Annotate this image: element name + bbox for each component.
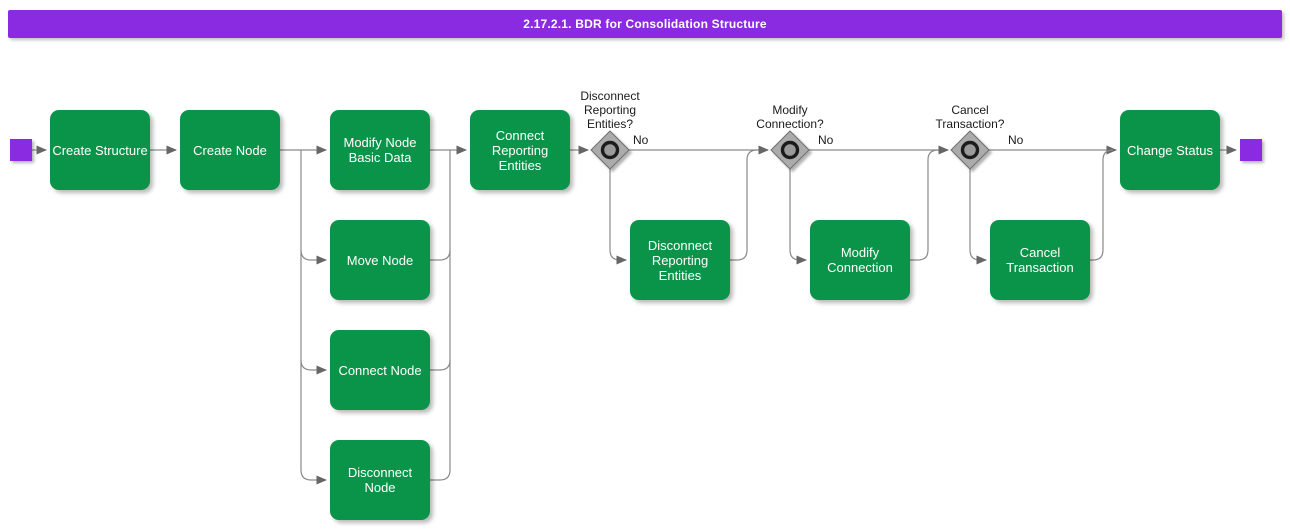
task-create-node: Create Node bbox=[180, 110, 280, 190]
edge-disconnect-reporting-return bbox=[730, 149, 758, 261]
task-label: Disconnect Reporting Entities bbox=[647, 237, 713, 283]
edge-move-node-merge bbox=[430, 249, 451, 261]
edge-decision3-yes-down bbox=[969, 169, 987, 265]
task-move-node: Move Node bbox=[330, 220, 430, 300]
decision-modify-connection-diamond bbox=[770, 130, 810, 170]
task-modify-node-basic-data: Modify Node Basic Data bbox=[330, 110, 430, 190]
decision-circle-icon bbox=[600, 140, 620, 160]
diagram-title: 2.17.2.1. BDR for Consolidation Structur… bbox=[523, 17, 767, 31]
start-node bbox=[10, 139, 32, 161]
task-label: Connect Node bbox=[338, 362, 422, 378]
edge-branch-trunk-to-disconnect-node bbox=[300, 150, 327, 485]
edge-decision2-yes-down bbox=[789, 169, 807, 265]
task-label: Connect Reporting Entities bbox=[491, 127, 549, 173]
decision-circle-icon bbox=[960, 140, 980, 160]
task-label: Modify Node Basic Data bbox=[343, 135, 417, 165]
edge-modify-connection-return bbox=[910, 149, 939, 261]
end-node bbox=[1240, 139, 1262, 161]
task-change-status: Change Status bbox=[1120, 110, 1220, 190]
task-label: Cancel Transaction bbox=[1006, 245, 1074, 275]
task-disconnect-reporting-entities: Disconnect Reporting Entities bbox=[630, 220, 730, 300]
task-label: Disconnect Node bbox=[347, 465, 413, 495]
task-connect-node: Connect Node bbox=[330, 330, 430, 410]
decision-question: Cancel Transaction? bbox=[935, 103, 1005, 131]
title-bar: 2.17.2.1. BDR for Consolidation Structur… bbox=[8, 10, 1282, 38]
task-connect-reporting-entities: Connect Reporting Entities bbox=[470, 110, 570, 190]
no-label: No bbox=[633, 133, 649, 147]
decision-circle-icon bbox=[780, 140, 800, 160]
no-label: No bbox=[1008, 133, 1024, 147]
task-disconnect-node: Disconnect Node bbox=[330, 440, 430, 520]
edge-branch-to-connect-node bbox=[300, 359, 327, 375]
edge-decision1-yes-down bbox=[609, 169, 627, 265]
task-create-structure: Create Structure bbox=[50, 110, 150, 190]
decision-question: Disconnect Reporting Entities? bbox=[580, 89, 640, 131]
task-label: Change Status bbox=[1126, 142, 1213, 158]
task-label: Modify Connection bbox=[827, 245, 893, 275]
task-cancel-transaction: Cancel Transaction bbox=[990, 220, 1090, 300]
task-label: Create Node bbox=[193, 142, 267, 158]
edge-merge-trunk bbox=[430, 150, 451, 481]
task-modify-connection: Modify Connection bbox=[810, 220, 910, 300]
task-label: Move Node bbox=[346, 252, 414, 268]
decision-disconnect-reporting-entities-diamond bbox=[590, 130, 630, 170]
task-label: Create Structure bbox=[52, 142, 148, 158]
no-label: No bbox=[818, 133, 834, 147]
edge-branch-to-move-node bbox=[300, 249, 327, 265]
edge-cancel-transaction-return bbox=[1090, 149, 1114, 261]
edge-connect-node-merge bbox=[430, 359, 451, 371]
decision-cancel-transaction-diamond bbox=[950, 130, 990, 170]
decision-question: Modify Connection? bbox=[756, 103, 824, 131]
